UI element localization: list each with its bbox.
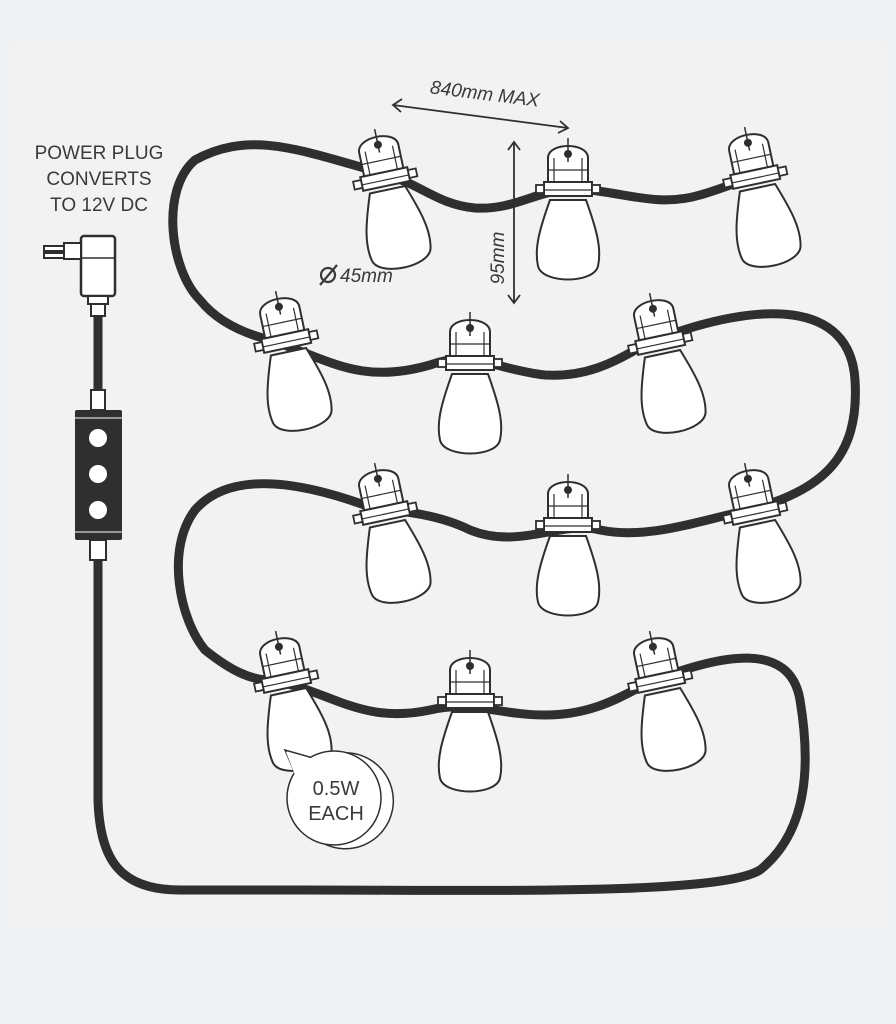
bulbs bbox=[253, 126, 802, 793]
controller-button-2 bbox=[89, 465, 107, 483]
power-plug-icon bbox=[43, 234, 117, 317]
bulb-icon bbox=[437, 312, 503, 455]
plug-label: POWER PLUG CONVERTS TO 12V DC bbox=[35, 143, 164, 216]
height-dimension: 95mm bbox=[488, 140, 521, 305]
bulb-icon bbox=[352, 128, 432, 270]
diameter-icon bbox=[319, 264, 338, 286]
bulb-icon bbox=[627, 292, 707, 434]
bulb-icon bbox=[253, 290, 333, 432]
controller-box bbox=[75, 389, 122, 561]
bulb-icon bbox=[352, 462, 432, 604]
height-label: 95mm bbox=[488, 232, 509, 285]
controller-button-1 bbox=[89, 429, 107, 447]
diameter-label: 45mm bbox=[340, 266, 393, 287]
wattage-label-line-1: 0.5W bbox=[313, 778, 360, 800]
controller-button-3 bbox=[89, 501, 107, 519]
wattage-label-line-2: EACH bbox=[308, 803, 364, 825]
bulb-icon bbox=[535, 474, 601, 617]
bulb-icon bbox=[627, 630, 707, 772]
length-dimension: 840mm MAX bbox=[391, 77, 570, 134]
bulb-icon bbox=[722, 126, 802, 268]
bulb-icon bbox=[535, 138, 601, 281]
diameter-dimension: 45mm bbox=[319, 264, 393, 287]
plug-label-line-2: CONVERTS bbox=[46, 169, 151, 190]
bulb-icon bbox=[253, 630, 333, 772]
plug-label-line-3: TO 12V DC bbox=[50, 195, 148, 216]
bulb-icon bbox=[722, 462, 802, 604]
bulb-icon bbox=[437, 650, 503, 793]
length-label: 840mm MAX bbox=[429, 77, 542, 111]
plug-label-line-1: POWER PLUG bbox=[35, 143, 164, 164]
wattage-callout: 0.5W EACH bbox=[283, 748, 395, 850]
